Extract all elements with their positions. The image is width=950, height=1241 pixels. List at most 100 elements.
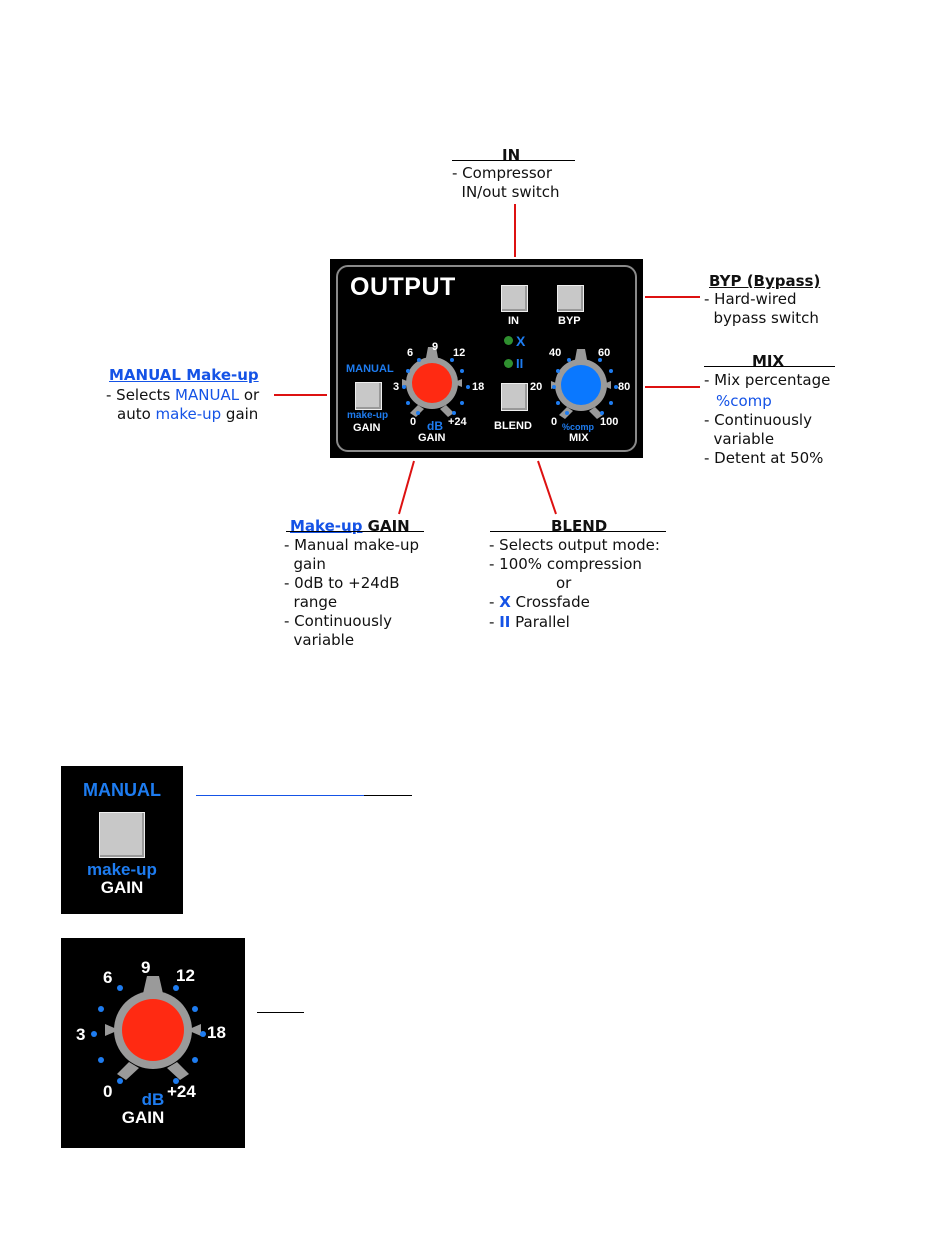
mix-tick <box>567 358 571 362</box>
mix-callout-line3: - Continuously <box>704 411 812 429</box>
gain-tick <box>416 411 420 415</box>
manual-callout-title: MANUAL Make-up <box>109 366 259 384</box>
gain-tick <box>460 369 464 373</box>
parallel-led <box>504 359 513 368</box>
byp-callout-line2: bypass switch <box>704 309 819 327</box>
mix-scale-60: 60 <box>598 347 611 359</box>
blend-callout-line5: - II Parallel <box>489 613 570 631</box>
blend-callout-line2: - 100% compression <box>489 555 642 573</box>
gain-tick <box>450 358 454 362</box>
blend-callout-line1: - Selects output mode: <box>489 536 660 554</box>
panel-makeup-label: make-up <box>347 410 389 421</box>
gain-title-underline <box>286 531 424 532</box>
gain-callout-line1: - Manual make-up <box>284 536 420 554</box>
gain-scale-3: 3 <box>393 381 400 393</box>
gain-tick <box>460 401 464 405</box>
in-title-underline <box>452 160 575 161</box>
gain-tick <box>452 411 456 415</box>
mix-knob-label: MIX <box>569 432 589 444</box>
gain-scale-12: 12 <box>453 347 466 359</box>
detail-gain-tick <box>117 985 123 991</box>
detail-gain-underline <box>257 1012 304 1013</box>
mix-callout-line1: - Mix percentage <box>704 371 831 389</box>
panel-manual-label: MANUAL <box>346 363 394 375</box>
blend-title-underline <box>490 531 666 532</box>
gain-callout-line5: - Continuously <box>284 612 392 630</box>
detail-manual-switch: MANUAL make-up GAIN <box>61 766 183 914</box>
in-callout-title: IN <box>502 146 521 164</box>
mix-scale-100: 100 <box>600 416 619 428</box>
manual-switch-button[interactable] <box>355 382 382 410</box>
detail-scale-6: 6 <box>103 968 113 987</box>
gain-tick <box>402 385 406 389</box>
detail-gain-tick <box>98 1006 104 1012</box>
in-callout-line2: IN/out switch <box>452 183 560 201</box>
mix-tick <box>609 401 613 405</box>
gain-knob-label: GAIN <box>418 432 446 444</box>
blend-callout-line3: or <box>556 574 572 592</box>
mix-scale-20: 20 <box>530 381 543 393</box>
detail-scale-12: 12 <box>176 966 195 985</box>
detail-makeup-label: make-up <box>87 860 157 879</box>
manual-callout-line1: - Selects MANUAL or <box>106 386 260 404</box>
gain-tick <box>406 401 410 405</box>
mix-unit-label: %comp <box>562 422 595 432</box>
mix-title-underline <box>704 366 835 367</box>
byp-callout-title: BYP (Bypass) <box>709 272 821 290</box>
detail-gain-tick <box>98 1057 104 1063</box>
mix-tick <box>598 358 602 362</box>
gain-callout-line2: gain <box>284 555 326 573</box>
manual-leader-line <box>274 394 327 396</box>
mix-tick <box>565 411 569 415</box>
parallel-symbol: II <box>516 356 524 371</box>
mix-leader-line <box>645 386 700 388</box>
in-switch-label: IN <box>508 315 519 327</box>
detail-scale-24: +24 <box>167 1082 196 1101</box>
detail-manual-button[interactable] <box>99 812 145 858</box>
detail-gain-tick <box>173 1078 179 1084</box>
panel-manual-gain-label: GAIN <box>353 422 381 434</box>
crossfade-led <box>504 336 513 345</box>
gain-callout-line6: variable <box>284 631 355 649</box>
gain-tick <box>417 358 421 362</box>
manual-callout-line2: auto make-up gain <box>117 405 259 423</box>
detail-gain-tick <box>117 1078 123 1084</box>
gain-callout-title: Make-up GAIN <box>290 517 410 535</box>
detail-scale-9: 9 <box>141 958 151 977</box>
crossfade-symbol: X <box>516 333 526 349</box>
byp-callout-line1: - Hard-wired <box>704 290 797 308</box>
gain-callout-line3: - 0dB to +24dB <box>284 574 400 592</box>
in-switch-button[interactable] <box>501 285 528 312</box>
detail-gain-tick <box>173 985 179 991</box>
gain-tick <box>466 385 470 389</box>
gain-knob[interactable] <box>392 343 472 423</box>
in-leader-line <box>514 204 516 257</box>
mix-tick <box>614 385 618 389</box>
mix-tick <box>556 401 560 405</box>
gain-scale-18: 18 <box>472 381 485 393</box>
detail-gain-tick <box>200 1031 206 1037</box>
gain-knob-unit: dB <box>427 419 443 433</box>
mix-tick <box>552 385 556 389</box>
output-panel: OUTPUT IN BYP MANUAL make-up GAIN 6 9 12… <box>330 259 643 458</box>
blend-switch-button[interactable] <box>501 383 528 411</box>
detail-gain-unit: dB <box>141 1090 165 1109</box>
detail-manual-label: MANUAL <box>83 780 161 800</box>
detail-gain-tick <box>91 1031 97 1037</box>
mix-knob[interactable] <box>541 345 621 425</box>
gain-scale-9: 9 <box>432 341 439 353</box>
mix-callout-line4: variable <box>704 430 775 448</box>
detail-gain-tick <box>192 1006 198 1012</box>
detail-manual-underline-blue <box>196 795 364 796</box>
mix-callout-line5: - Detent at 50% <box>704 449 824 467</box>
panel-border <box>336 265 637 452</box>
blend-callout-title: BLEND <box>551 517 608 535</box>
blend-label: BLEND <box>494 420 532 432</box>
gain-callout-line4: range <box>284 593 338 611</box>
byp-switch-button[interactable] <box>557 285 584 312</box>
detail-gain-label: GAIN <box>100 878 144 897</box>
detail-gain-tick <box>192 1057 198 1063</box>
detail-gain-knob[interactable] <box>93 970 213 1090</box>
mix-scale-0: 0 <box>551 416 558 428</box>
